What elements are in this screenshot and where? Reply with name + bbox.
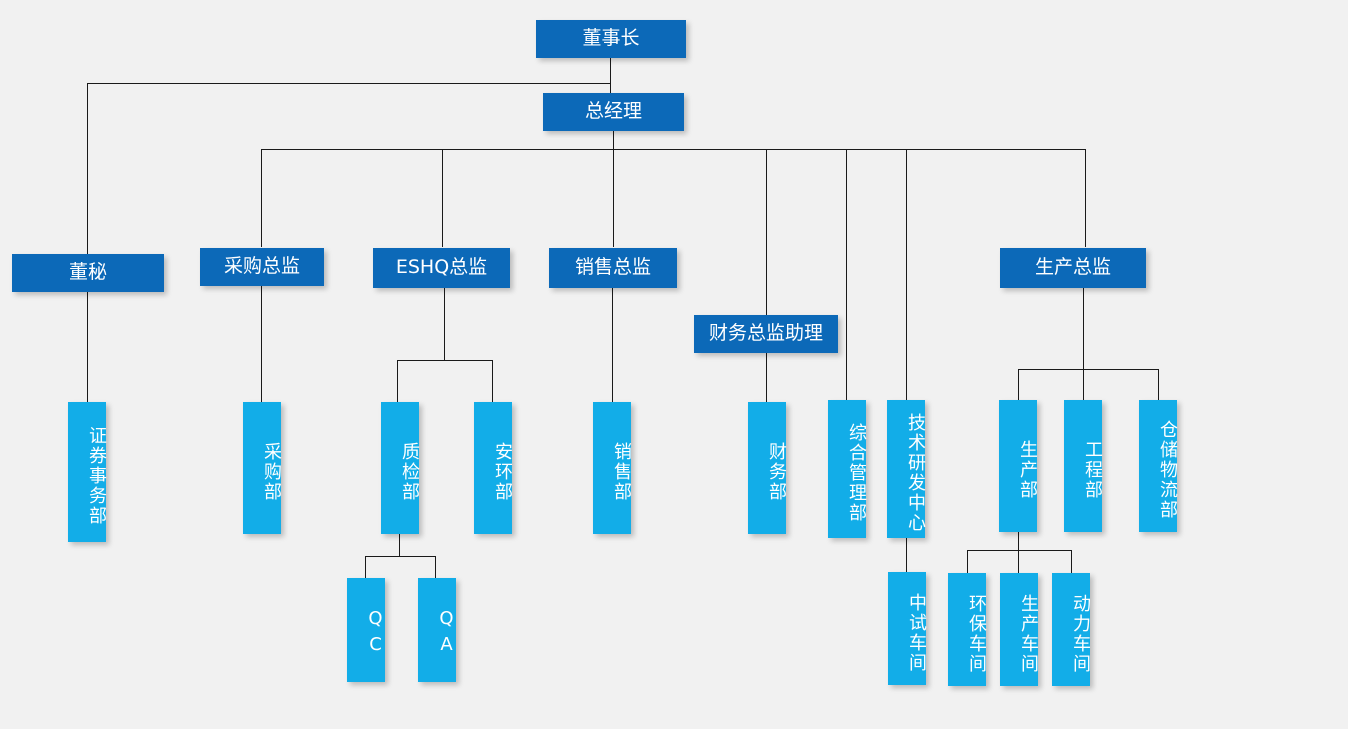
connector-drop-eshq-director	[442, 149, 443, 247]
node-production-director[interactable]: 生产总监	[1000, 248, 1146, 288]
connector-chairman-to-secretary-bus	[87, 83, 611, 84]
connector-finance-to-dept	[766, 352, 767, 402]
connector-drop-rnd-center	[906, 149, 907, 400]
connector-director-bus	[261, 149, 1085, 150]
connector-drop-purchasing-director	[261, 149, 262, 247]
connector-quality-to-qa	[435, 556, 436, 578]
node-purchasing-director[interactable]: 采购总监	[200, 248, 324, 286]
node-power-workshop[interactable]: 动力车间	[1052, 573, 1091, 686]
node-general-manager[interactable]: 总经理	[543, 93, 684, 131]
node-finance-dept[interactable]: 财务部	[748, 402, 787, 534]
connector-drop-finance-assistant	[766, 149, 767, 315]
node-qa[interactable]: QA	[418, 578, 457, 682]
node-sales-dept[interactable]: 销售部	[593, 402, 632, 534]
node-quality-inspection-dept[interactable]: 质检部	[381, 402, 420, 534]
node-production-workshop[interactable]: 生产车间	[1000, 573, 1039, 686]
connector-to-production-workshop	[1018, 550, 1019, 573]
node-warehouse-logistics-dept[interactable]: 仓储物流部	[1139, 400, 1178, 532]
connector-to-environment-workshop	[967, 550, 968, 573]
connector-eshq-stem	[444, 288, 445, 360]
connector-quality-stem	[399, 533, 400, 556]
node-chairman[interactable]: 董事长	[536, 20, 686, 58]
connector-secretary-drop	[87, 83, 88, 254]
connector-chairman-stem	[610, 57, 611, 112]
connector-eshq-to-safety	[492, 360, 493, 402]
connector-drop-production-director	[1085, 149, 1086, 247]
connector-eshq-bus	[397, 360, 493, 361]
connector-production-bus	[1018, 369, 1158, 370]
node-engineering-dept[interactable]: 工程部	[1064, 400, 1103, 532]
node-environment-workshop[interactable]: 环保车间	[948, 573, 987, 686]
node-purchasing-dept[interactable]: 采购部	[243, 402, 282, 534]
connector-production-stem	[1083, 288, 1084, 369]
node-finance-director-assistant[interactable]: 财务总监助理	[694, 315, 838, 353]
connector-eshq-to-quality	[397, 360, 398, 402]
node-pilot-workshop[interactable]: 中试车间	[888, 572, 927, 685]
connector-to-power-workshop	[1071, 550, 1072, 573]
node-safety-environment-dept[interactable]: 安环部	[474, 402, 513, 534]
node-securities-affairs-dept[interactable]: 证券事务部	[68, 402, 107, 542]
node-production-dept[interactable]: 生产部	[999, 400, 1038, 532]
connector-secretary-to-securities	[87, 292, 88, 402]
connector-quality-to-qc	[365, 556, 366, 578]
connector-purchasing-to-dept	[261, 286, 262, 402]
node-board-secretary[interactable]: 董秘	[12, 254, 164, 292]
node-general-admin-dept[interactable]: 综合管理部	[828, 400, 867, 538]
connector-drop-sales-director	[613, 149, 614, 247]
connector-quality-bus	[365, 556, 435, 557]
connector-workshop-bus	[967, 550, 1072, 551]
connector-production-to-engineering	[1083, 369, 1084, 402]
node-sales-director[interactable]: 销售总监	[549, 248, 677, 288]
connector-prod-dept-stem	[1018, 530, 1019, 550]
node-eshq-director[interactable]: ESHQ总监	[373, 248, 510, 288]
connector-sales-to-dept	[612, 288, 613, 402]
connector-production-to-warehouse	[1158, 369, 1159, 402]
connector-gm-stem	[613, 131, 614, 150]
connector-rnd-to-pilot	[906, 535, 907, 575]
connector-production-to-prod-dept	[1018, 369, 1019, 402]
node-qc[interactable]: QC	[347, 578, 386, 682]
node-rnd-center[interactable]: 技术研发中心	[887, 400, 926, 538]
connector-drop-general-admin	[846, 149, 847, 400]
